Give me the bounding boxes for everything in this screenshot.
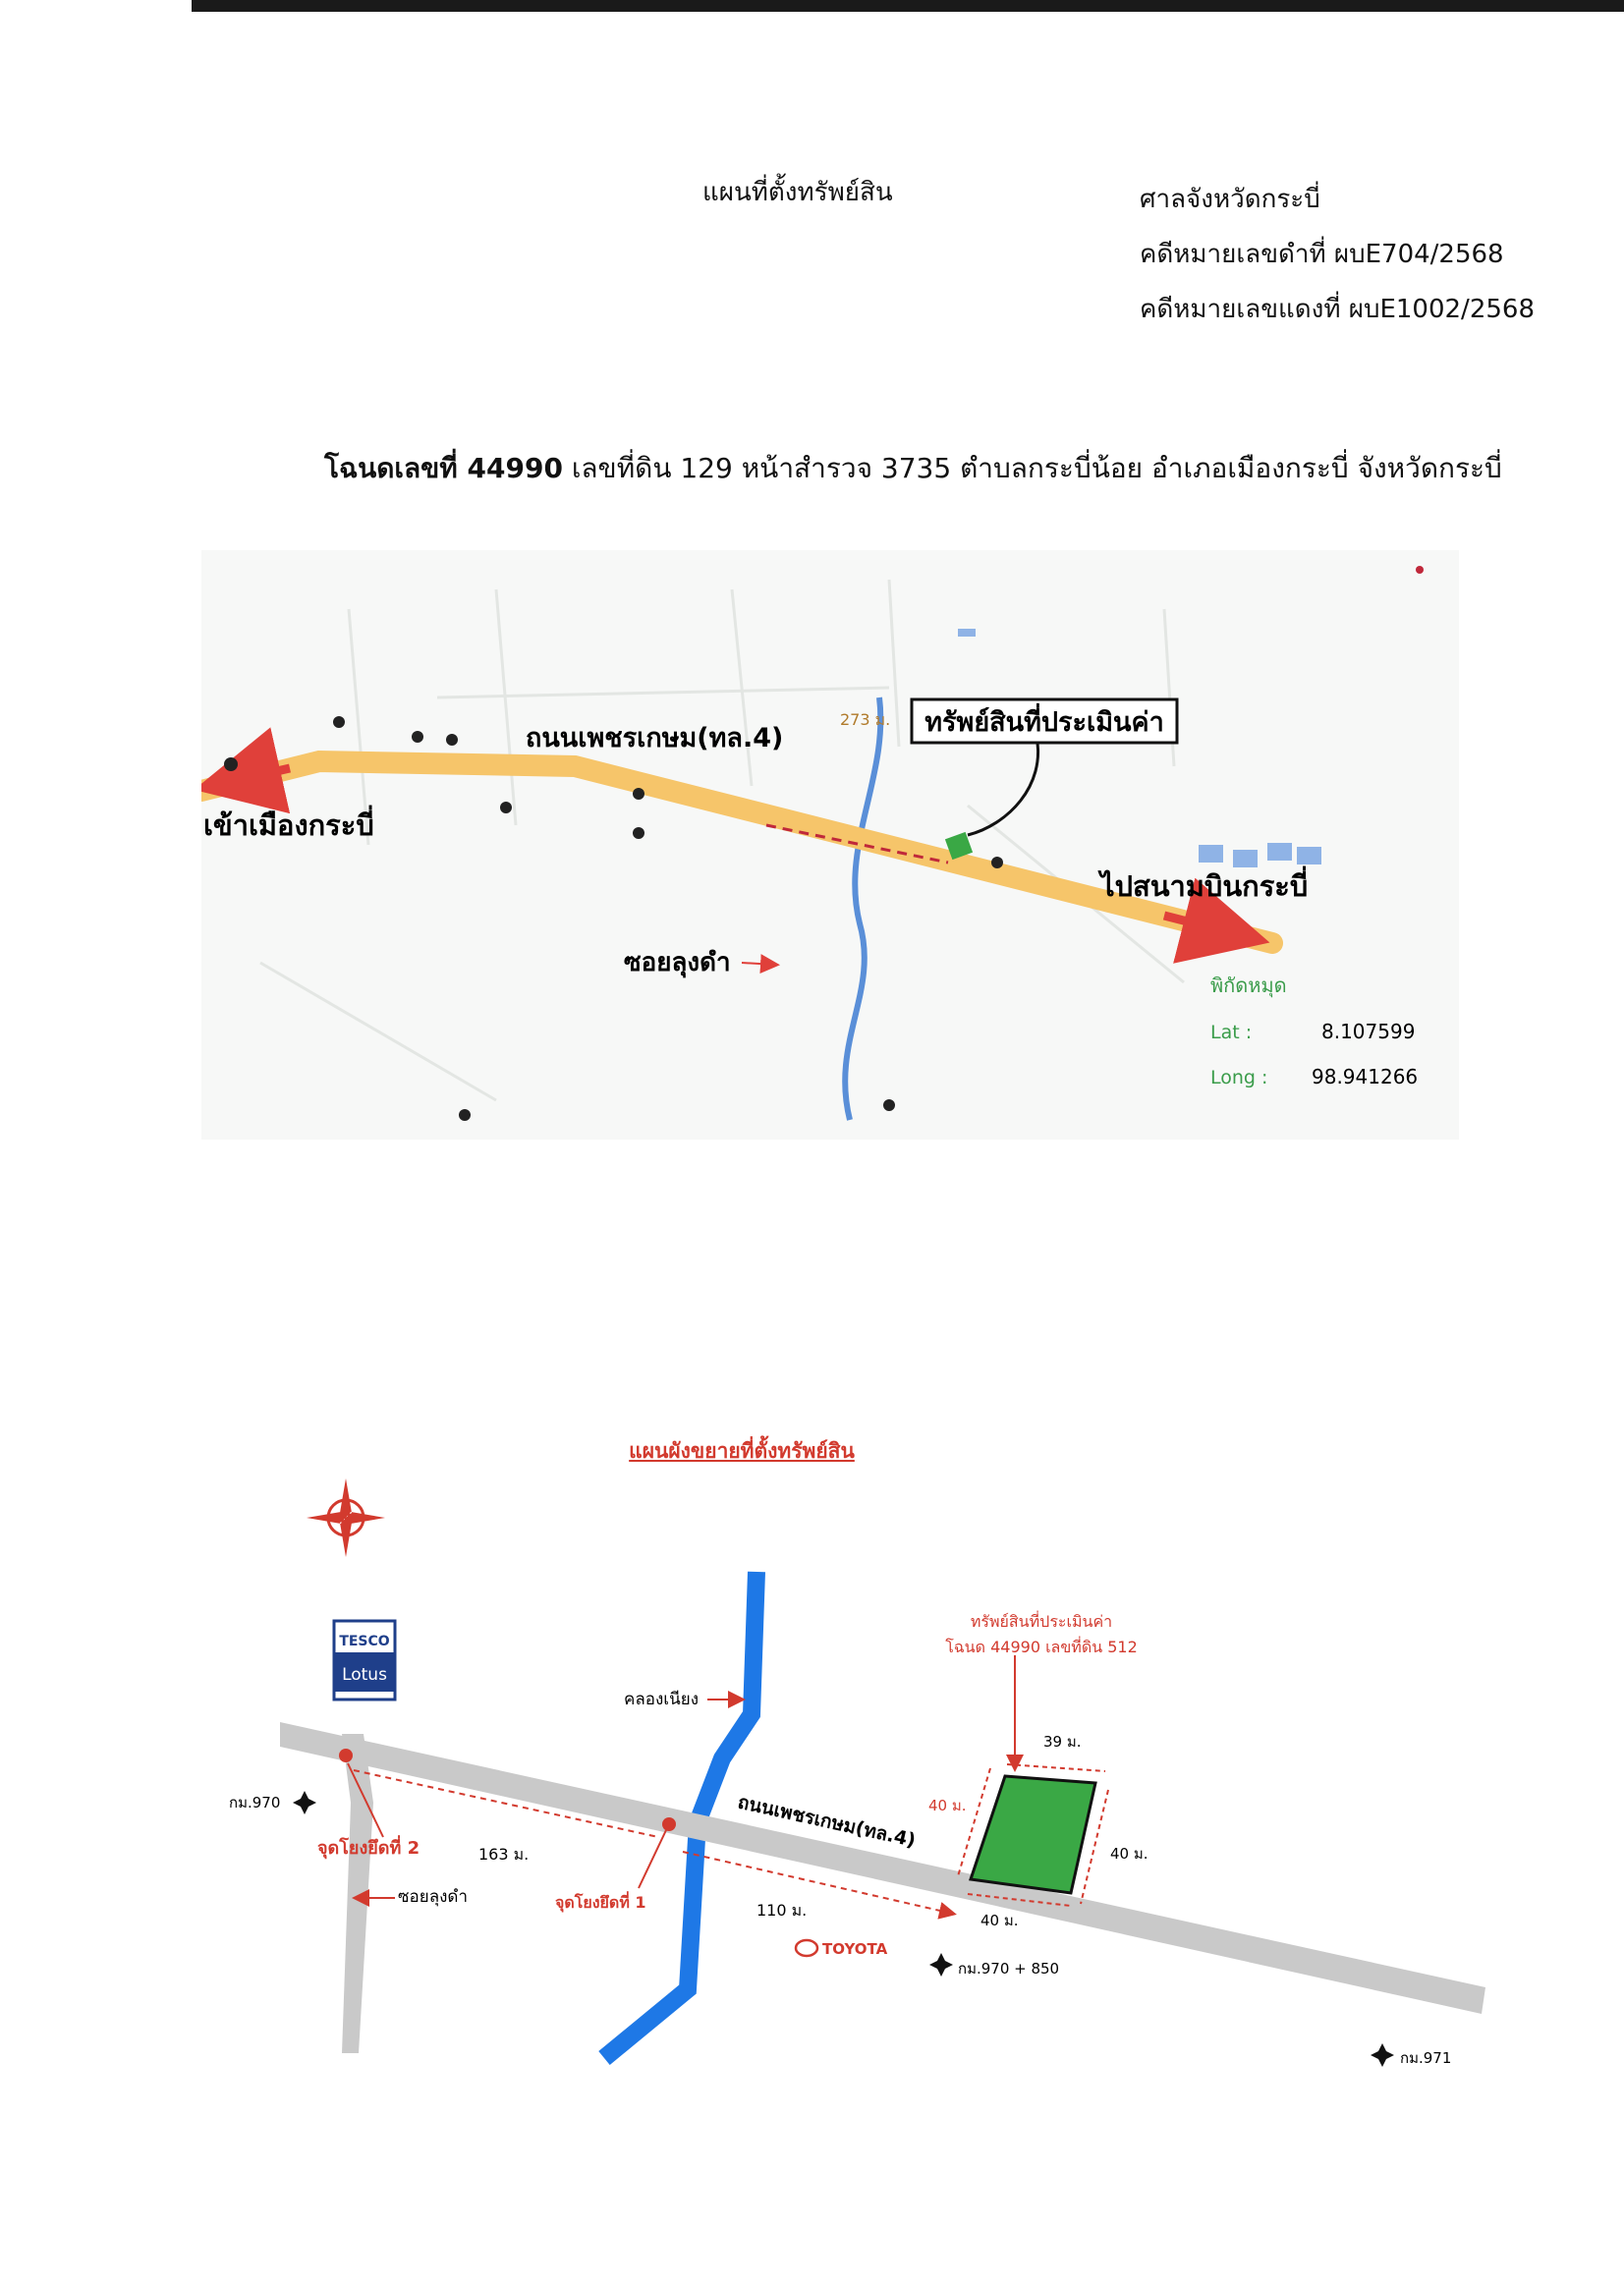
soi-pointer: [741, 954, 780, 975]
deed-line: โฉนดเลขที่ 44990 เลขที่ดิน 129 หน้าสำรวจ…: [324, 447, 1502, 490]
km-971: กม.971: [1400, 2049, 1451, 2067]
dist-110-line: [682, 1851, 957, 1920]
km-970-850: กม.970 + 850: [958, 1960, 1059, 1978]
road-label: ถนนเพชรเกษม(ทล.4): [526, 723, 783, 753]
red-case-number: คดีหมายเลขแดงที่ ผบE1002/2568: [1140, 295, 1535, 324]
court-name: ศาลจังหวัดกระบี่: [1140, 185, 1320, 214]
arrow-to-airport: [1162, 877, 1270, 964]
property-label-box: [910, 697, 1179, 745]
compass-n: N: [340, 1512, 352, 1528]
dim-right: 40 ม.: [1110, 1845, 1148, 1863]
ref-1-pointer: [638, 1829, 667, 1889]
map-background: [201, 550, 1459, 1140]
buildings: [958, 629, 1321, 867]
ref-point-2: [339, 1749, 353, 1762]
lat-value: 8.107599: [1321, 1020, 1415, 1043]
tesco-text: TESCO: [339, 1634, 389, 1649]
property-label-2: โฉนด 44990 เลขที่ดิน 512: [945, 1636, 1138, 1656]
dist-110: 110 ม.: [756, 1901, 807, 1920]
dist-163: 163 ม.: [478, 1845, 529, 1864]
coords-title: พิกัดหมุด: [1210, 974, 1287, 998]
lat-label: Lat :: [1210, 1022, 1252, 1043]
distance-label: 273 ม.: [840, 710, 890, 729]
ref-2-pointer: [347, 1762, 384, 1838]
property-label: ทรัพย์สินที่ประเมินค่า: [924, 702, 1164, 738]
property-label-1: ทรัพย์สินที่ประเมินค่า: [971, 1610, 1112, 1631]
minor-streets: [259, 579, 1185, 1102]
property-plot: [969, 1774, 1097, 1895]
dim-top: 39 ม.: [1043, 1733, 1082, 1751]
black-case-number: คดีหมายเลขดำที่ ผบE704/2568: [1140, 240, 1504, 269]
river: [842, 697, 884, 1121]
dim-left: 40 ม.: [928, 1797, 967, 1814]
long-value: 98.941266: [1312, 1065, 1418, 1088]
toyota-logo: TOYOTA: [794, 1938, 888, 1958]
canal: [598, 1571, 765, 2065]
distance-dashes: [765, 823, 949, 864]
deed-number: โฉนดเลขที่ 44990: [324, 452, 563, 484]
plot-dimension-lines: [957, 1763, 1109, 1907]
lotus-text: Lotus: [342, 1665, 387, 1685]
detail-map-title: แผนผังขยายที่ตั้งทรัพย์สิน: [629, 1435, 855, 1463]
canal-label: คลองเนียง: [624, 1690, 699, 1709]
main-road: [280, 1722, 1485, 2014]
ref-1-label: จุดโยงยึดที่ 1: [555, 1891, 646, 1913]
compass-icon: N: [307, 1478, 385, 1557]
callout-line: [967, 736, 1039, 837]
case-info: ศาลจังหวัดกระบี่ คดีหมายเลขดำที่ ผบE704/…: [1140, 172, 1535, 337]
ref-point-1: [662, 1817, 676, 1831]
property-marker: [944, 831, 974, 861]
deed-details: เลขที่ดิน 129 หน้าสำรวจ 3735 ตำบลกระบี่น…: [562, 452, 1502, 484]
to-airport-label: ไปสนามบินกระบี่: [1097, 865, 1308, 903]
dist-163-line: [353, 1769, 659, 1838]
km-970: กม.970: [229, 1794, 280, 1811]
soi-label: ซอยลุงดำ: [624, 948, 731, 978]
detail-map: แผนผังขยายที่ตั้งทรัพย์สิน N TESCO Lotus…: [229, 1435, 1485, 2067]
poi-pins: [224, 566, 1424, 1121]
arrow-to-city: [201, 727, 291, 814]
tesco-lotus-logo: TESCO Lotus: [332, 1619, 397, 1701]
soi-label: ซอยลุงดำ: [398, 1887, 468, 1907]
ref-2-label: จุดโยงยึดที่ 2: [317, 1835, 420, 1860]
dim-bottom: 40 ม.: [980, 1912, 1019, 1929]
location-map: ทรัพย์สินที่ประเมินค่า ถนนเพชรเกษม(ทล.4)…: [201, 550, 1459, 1140]
scan-top-border: [192, 0, 1624, 12]
map-title: แผนที่ตั้งทรัพย์สิน: [702, 178, 893, 207]
toyota-text: TOYOTA: [822, 1940, 888, 1958]
km-marker-icons: [293, 1791, 1394, 2067]
to-city-label: เข้าเมืองกระบี่: [203, 805, 374, 842]
long-label: Long :: [1210, 1067, 1267, 1088]
